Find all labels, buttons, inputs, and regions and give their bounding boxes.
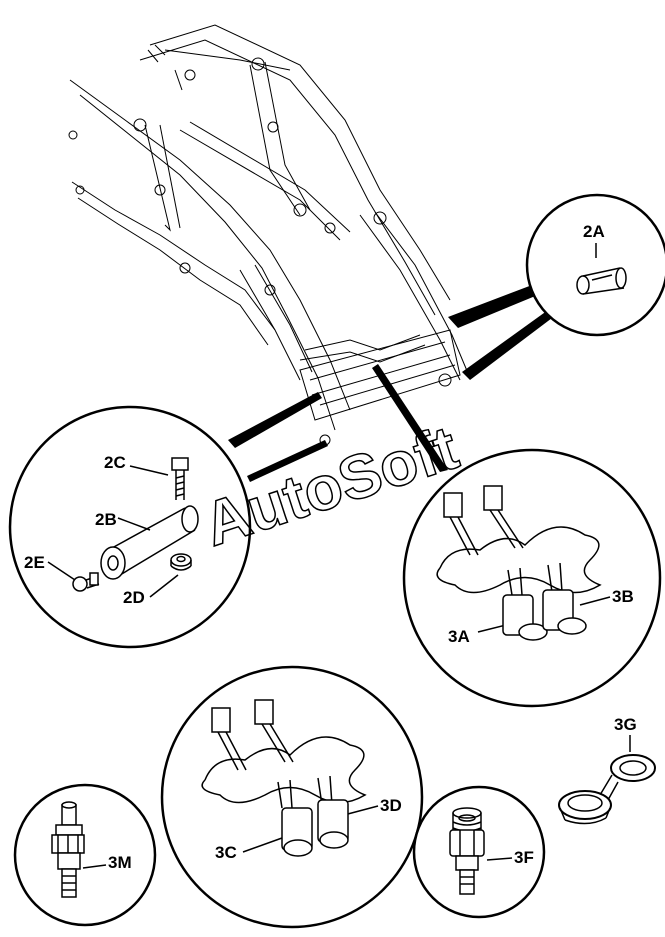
detail-circle-3F: 3F: [412, 785, 546, 919]
callout-2E: 2E: [24, 553, 45, 572]
callout-3C: 3C: [215, 843, 237, 862]
detail-circle-3A-3B: 3A 3B: [402, 448, 662, 708]
clip-3G: 3G: [558, 715, 656, 825]
callout-3G: 3G: [614, 715, 637, 734]
bushing-2A-part: [576, 243, 627, 295]
clip-3G-part: [558, 735, 656, 825]
leader-lines: [228, 282, 560, 482]
callout-3F: 3F: [514, 848, 534, 867]
pin-assembly-part: [47, 457, 199, 598]
detail-circle-2A: 2A: [525, 193, 665, 337]
callout-2B: 2B: [95, 510, 117, 529]
callout-3M: 3M: [108, 853, 132, 872]
callout-2A: 2A: [583, 222, 605, 241]
callout-2D: 2D: [123, 588, 145, 607]
callout-2C: 2C: [104, 453, 126, 472]
callout-3A: 3A: [448, 627, 470, 646]
coupler-3F-part: [449, 807, 513, 895]
callout-3B: 3B: [612, 587, 634, 606]
couplings-3A-3B-part: [436, 485, 611, 641]
detail-circle-pin: 2C 2B 2E 2D: [8, 405, 252, 649]
coupler-3M-part: [51, 801, 107, 898]
loader-frame-drawing: [68, 24, 471, 446]
detail-circle-3M: 3M: [13, 783, 157, 927]
callout-3D: 3D: [380, 796, 402, 815]
detail-circle-3C-3D: 3C 3D: [160, 665, 424, 929]
couplings-3C-3D-part: [201, 699, 379, 857]
